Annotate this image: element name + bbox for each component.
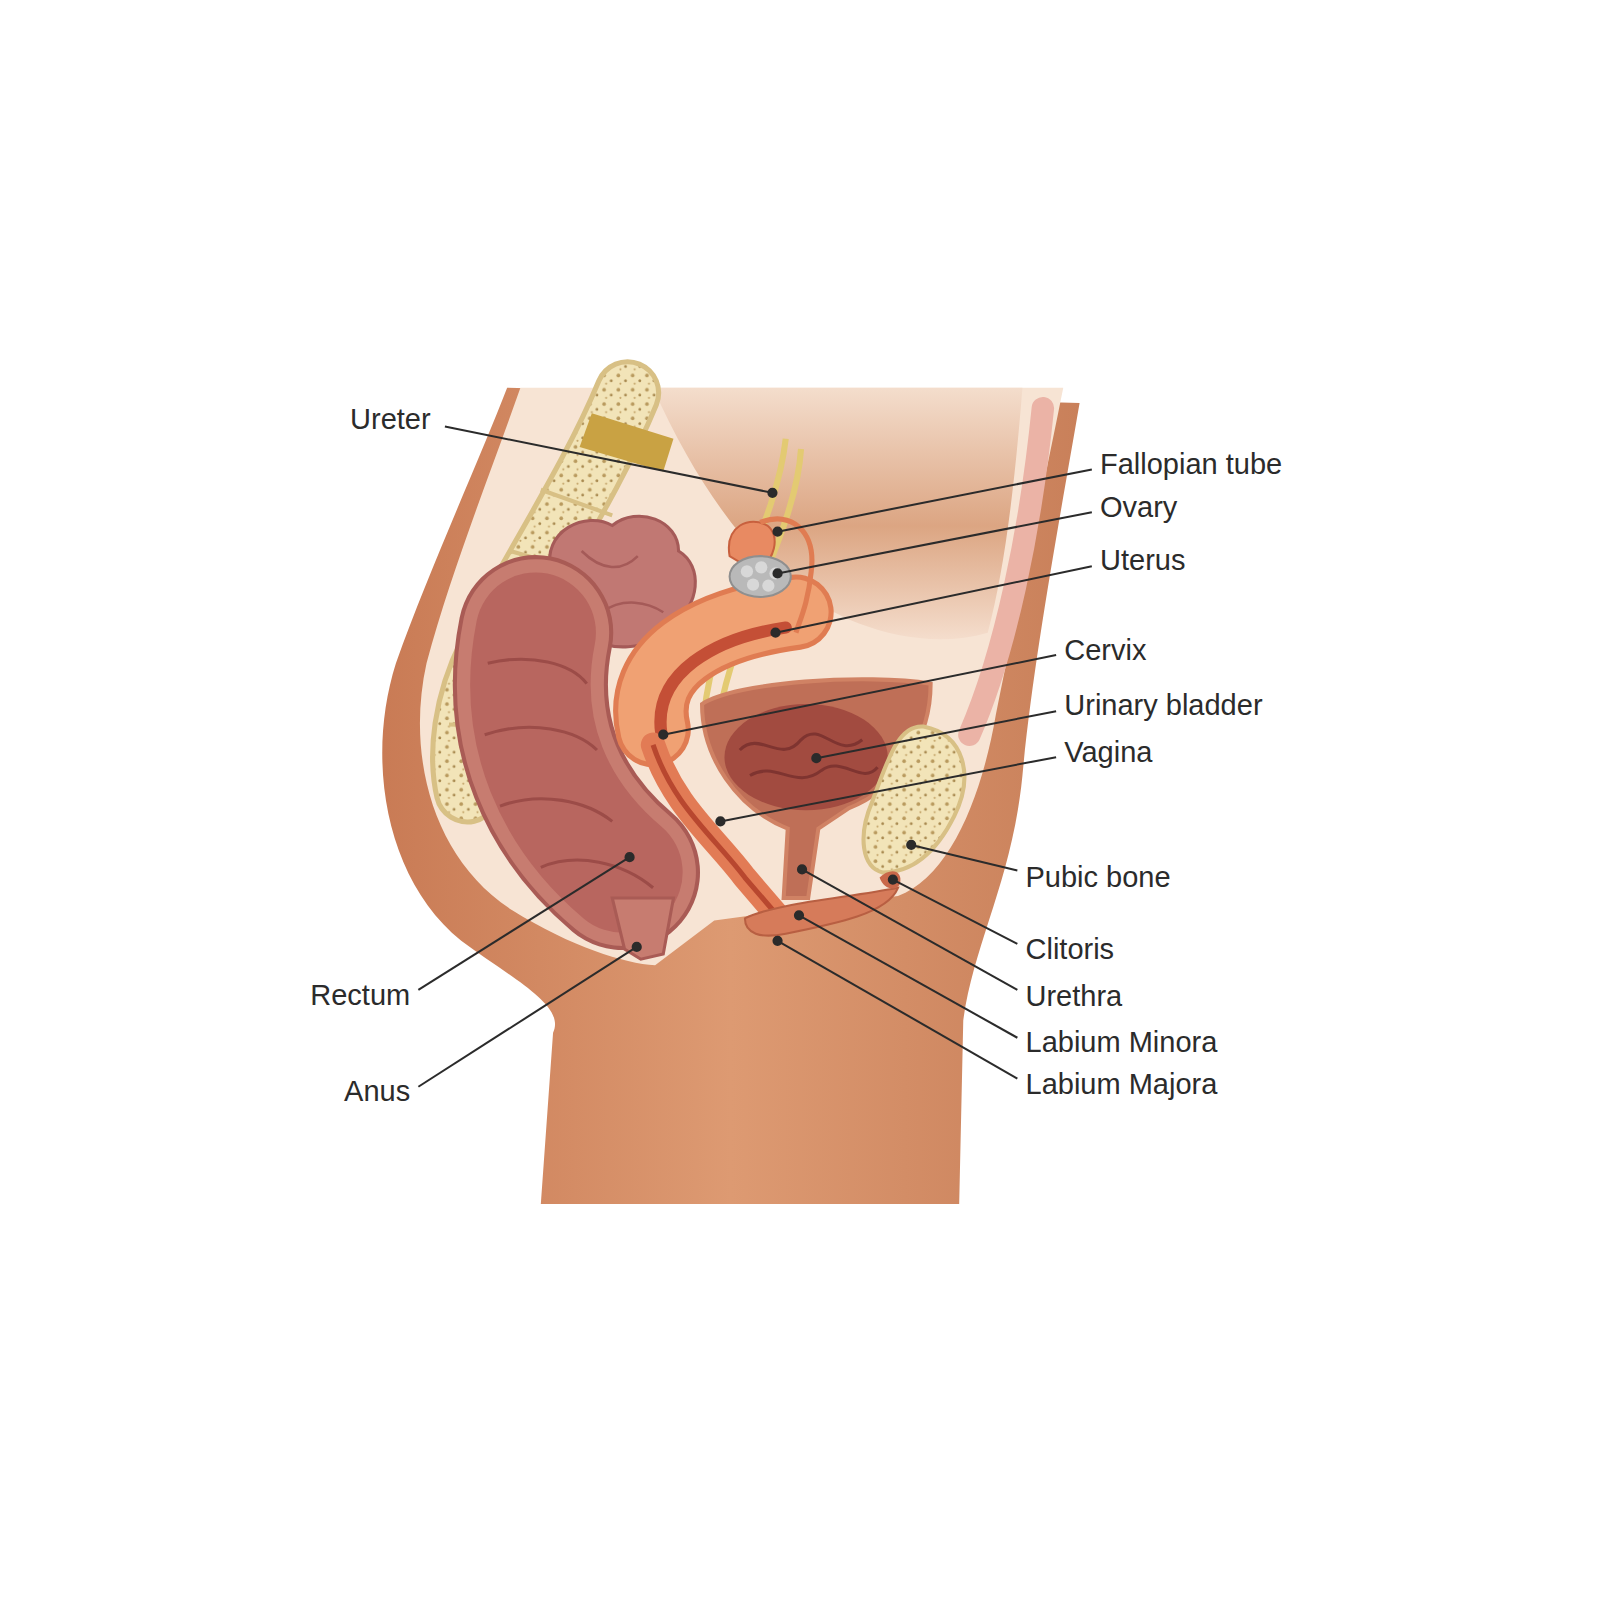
part-label: Fallopian tube <box>1100 449 1282 481</box>
ovary <box>730 556 791 597</box>
section-surface <box>420 388 1063 966</box>
fallopian-tube <box>729 519 812 633</box>
part-label: Uterus <box>1100 545 1185 577</box>
part-label: Urethra <box>1026 981 1123 1013</box>
abdominal-wall <box>969 408 1042 735</box>
part-label: Pubic bone <box>1026 862 1171 894</box>
body-silhouette <box>382 388 1079 1204</box>
part-label: Labium Minora <box>1026 1027 1218 1059</box>
part-label: Ovary <box>1100 492 1177 524</box>
part-label: Cervix <box>1064 635 1146 667</box>
part-label: Ureter <box>350 404 431 436</box>
part-label: Labium Majora <box>1026 1069 1218 1101</box>
part-label: Rectum <box>310 980 410 1012</box>
part-label: Clitoris <box>1026 934 1115 966</box>
pubic-bone <box>864 726 965 872</box>
part-label: Vagina <box>1064 737 1152 769</box>
part-label: Urinary bladder <box>1064 690 1262 722</box>
leader-lines <box>418 427 1091 1087</box>
part-label: Anus <box>344 1076 410 1108</box>
